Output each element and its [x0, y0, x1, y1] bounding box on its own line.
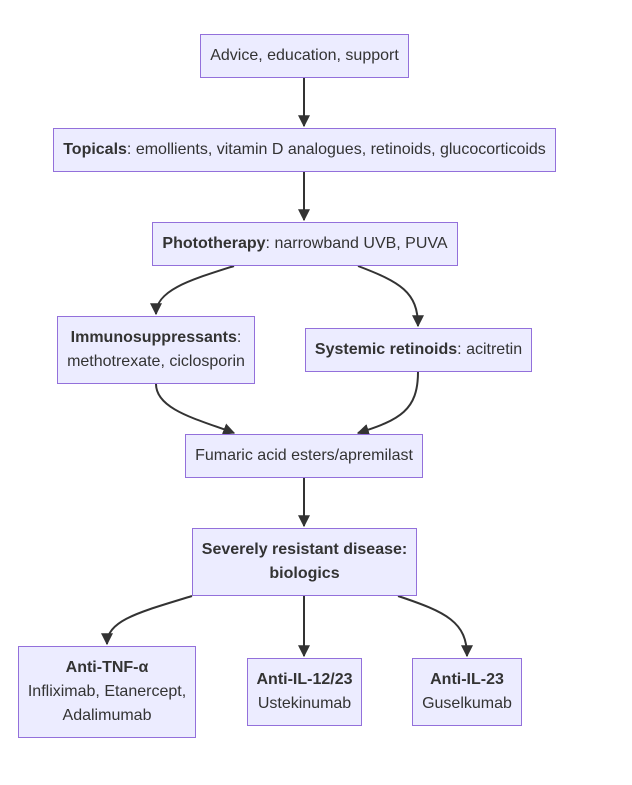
node-il1223-title: Anti-IL-12/23	[256, 671, 353, 688]
node-advice-text: Advice, education, support	[210, 47, 399, 64]
node-topicals-label: Topicals: emollients, vitamin D analogue…	[63, 138, 546, 162]
node-anti-il-23: Anti-IL-23 Guselkumab	[412, 658, 522, 726]
node-immuno-text: :	[236, 329, 242, 346]
node-tnf-line2: Adalimumab	[62, 707, 152, 724]
node-topicals: Topicals: emollients, vitamin D analogue…	[53, 128, 556, 172]
node-immunosuppressants: Immunosuppressants: methotrexate, ciclos…	[57, 316, 255, 384]
node-severe-line1: Severely resistant disease:	[201, 541, 408, 558]
node-phototherapy-label: Phototherapy: narrowband UVB, PUVA	[162, 232, 447, 256]
node-retinoids-text: : acitretin	[457, 341, 523, 358]
edge-retinoids-fumaric	[356, 371, 419, 436]
edge-phototherapy-immuno	[150, 265, 235, 316]
node-advice: Advice, education, support	[200, 34, 409, 78]
node-tnf-title: Anti-TNF-α	[65, 659, 149, 676]
edge-immuno-fumaric	[155, 383, 236, 435]
node-phototherapy: Phototherapy: narrowband UVB, PUVA	[152, 222, 458, 266]
node-systemic-retinoids: Systemic retinoids: acitretin	[305, 328, 532, 372]
node-severe-line2: biologics	[269, 565, 340, 582]
node-anti-tnf: Anti-TNF-α Infliximab, Etanercept, Adali…	[18, 646, 196, 738]
edge-severe-il23	[397, 595, 473, 658]
node-fumaric-text: Fumaric acid esters/apremilast	[195, 447, 413, 464]
node-il23-title: Anti-IL-23	[430, 671, 504, 688]
node-topicals-bold: Topicals	[63, 141, 127, 158]
node-immuno-line1: Immunosuppressants:	[71, 326, 242, 350]
node-anti-il-12-23: Anti-IL-12/23 Ustekinumab	[247, 658, 362, 726]
node-severe-disease: Severely resistant disease: biologics	[192, 528, 417, 596]
node-retinoids-bold: Systemic retinoids	[314, 341, 458, 358]
node-il1223-line1: Ustekinumab	[257, 695, 352, 712]
node-topicals-text: : emollients, vitamin D analogues, retin…	[126, 141, 546, 158]
node-tnf-line1: Infliximab, Etanercept,	[27, 683, 187, 700]
node-retinoids-label: Systemic retinoids: acitretin	[315, 338, 522, 362]
node-fumaric: Fumaric acid esters/apremilast	[185, 434, 423, 478]
node-phototherapy-text: : narrowband UVB, PUVA	[265, 235, 448, 252]
node-il23-line1: Guselkumab	[422, 695, 512, 712]
edge-phototherapy-retinoids	[357, 265, 424, 328]
edge-severe-tnf	[101, 595, 193, 646]
node-immuno-line2: methotrexate, ciclosporin	[67, 353, 245, 370]
node-phototherapy-bold: Phototherapy	[162, 235, 266, 252]
node-immuno-bold: Immunosuppressants	[70, 329, 237, 346]
